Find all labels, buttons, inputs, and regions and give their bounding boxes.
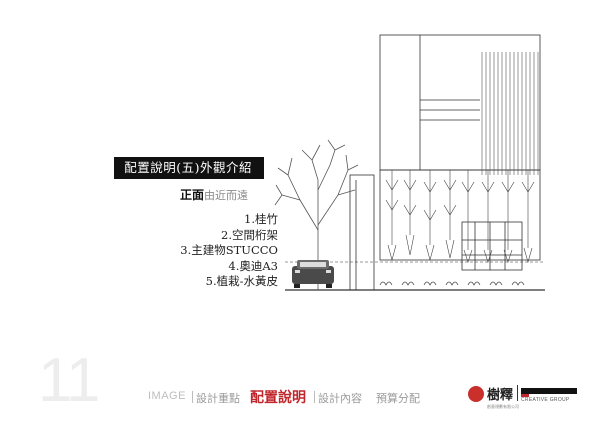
space-frame xyxy=(349,174,375,291)
nav-item-layout[interactable]: 配置說明 xyxy=(250,390,306,406)
nav-separator xyxy=(192,391,193,403)
ground-shrubs xyxy=(379,281,525,286)
window-grid xyxy=(461,221,523,271)
group-bar xyxy=(521,388,577,394)
nav-separator xyxy=(314,391,315,403)
nav-item-content[interactable]: 設計內容 xyxy=(318,392,362,405)
nav-item-design-points[interactable]: 設計重點 xyxy=(196,392,240,405)
group-divider xyxy=(517,385,578,401)
subtitle-light: 由近而遠 xyxy=(204,189,249,202)
page-number: 11 xyxy=(38,346,100,415)
list-item: 4.奧迪A3 xyxy=(228,258,278,273)
list-item: 5.植栽-水黃皮 xyxy=(205,274,278,288)
list-item: 2.空間桁架 xyxy=(221,227,278,242)
large-tree xyxy=(274,139,359,290)
list-item: 3.主建物STUCCO xyxy=(180,243,278,257)
section-title: 配置說明(五)外觀介紹 xyxy=(114,157,264,179)
car xyxy=(292,260,334,288)
building-base-outline xyxy=(379,169,541,261)
subtitle: 正面由近而遠 xyxy=(180,186,248,203)
logo-tagline: 創意規劃有限公司 xyxy=(487,404,519,409)
group-label: CREATIVE GROUP xyxy=(521,397,570,403)
nav-item-budget[interactable]: 預算分配 xyxy=(376,392,420,405)
group-accent xyxy=(521,394,529,397)
logo-mark-icon xyxy=(468,386,484,402)
nav-item-image[interactable]: IMAGE xyxy=(148,390,186,402)
subtitle-main: 正面 xyxy=(180,188,205,202)
item-list: 1.桂竹 2.空間桁架 3.主建物STUCCO 4.奧迪A3 5.植栽-水黃皮 xyxy=(148,212,278,290)
logo-name: 樹釋 xyxy=(487,388,514,403)
building-tower-outline xyxy=(379,34,541,171)
list-item: 1.桂竹 xyxy=(244,212,278,226)
bamboo-screen xyxy=(481,52,539,175)
tree-row xyxy=(385,170,535,264)
